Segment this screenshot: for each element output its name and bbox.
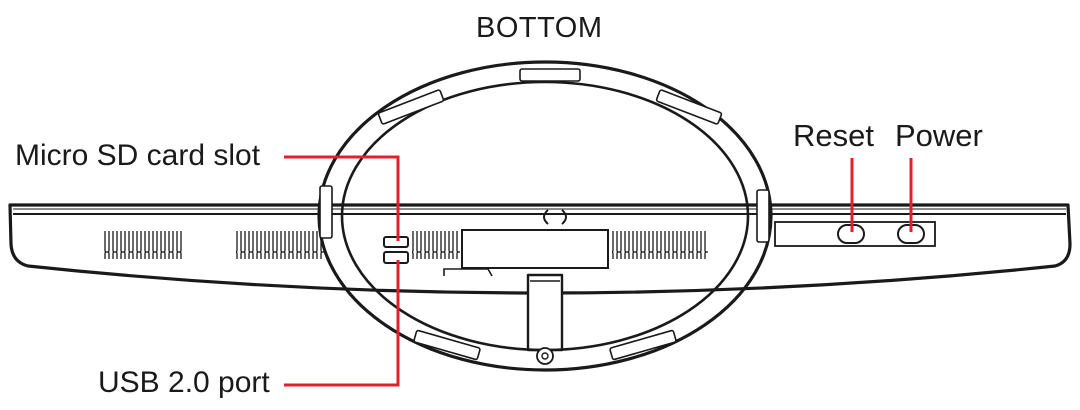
center-panel bbox=[461, 229, 609, 269]
ring-pad-right bbox=[756, 189, 770, 243]
usb-port-shape[interactable] bbox=[383, 251, 409, 264]
ring-pad-top-left bbox=[377, 89, 445, 125]
label-micro-sd-slot: Micro SD card slot bbox=[15, 139, 261, 172]
vent-group-1 bbox=[104, 231, 184, 259]
label-usb-port: USB 2.0 port bbox=[98, 366, 270, 399]
center-panel-tab bbox=[443, 268, 493, 277]
ring-pad-top bbox=[519, 68, 581, 82]
ring-pad-left bbox=[319, 185, 333, 239]
diagram-title: BOTTOM bbox=[476, 12, 603, 44]
stand-ring-outer bbox=[317, 60, 773, 372]
bottom-screw-center bbox=[541, 352, 549, 360]
vent-group-3 bbox=[412, 231, 460, 259]
callout-lines bbox=[284, 155, 913, 387]
vent-group-4 bbox=[612, 231, 708, 259]
bottom-screw bbox=[536, 347, 554, 365]
center-notch bbox=[543, 209, 567, 225]
vent-group-2 bbox=[236, 231, 324, 259]
label-reset: Reset bbox=[793, 118, 874, 153]
label-power: Power bbox=[895, 118, 983, 153]
stand-stem bbox=[526, 273, 564, 352]
ring-pad-bottom-left bbox=[413, 329, 481, 361]
ring-pad-bottom-right bbox=[609, 329, 677, 361]
callout-usb bbox=[284, 260, 400, 387]
ring-pad-top-right bbox=[655, 89, 723, 125]
micro-sd-slot-shape[interactable] bbox=[383, 236, 409, 248]
callout-micro-sd bbox=[284, 155, 400, 241]
